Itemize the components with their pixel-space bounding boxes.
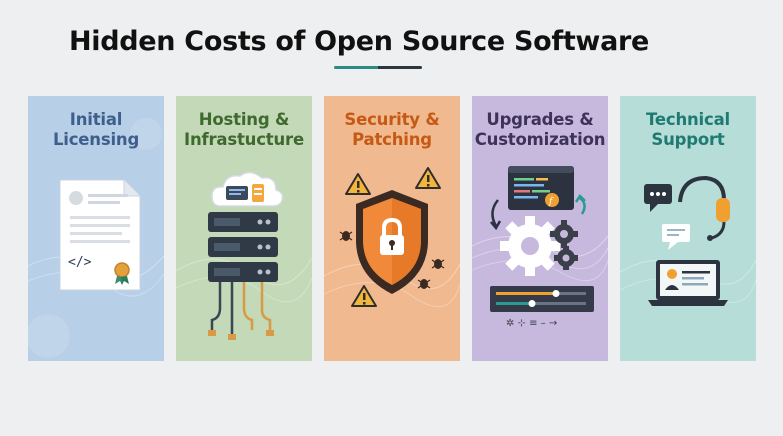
- warning-icon: [415, 167, 441, 189]
- card-label-line2: Customization: [474, 130, 606, 149]
- title-underline: [334, 66, 422, 69]
- card-security-patching: Security & Patching: [324, 96, 460, 361]
- gear-code-icon: f: [490, 166, 594, 329]
- card-label-line2: Infrastucture: [184, 130, 304, 149]
- page-title: Hidden Costs of Open Source Software: [68, 26, 650, 57]
- bug-icon: [339, 231, 353, 241]
- license-document-icon: </>: [59, 179, 141, 291]
- card-label-line1: Technical: [646, 110, 730, 129]
- chat-bubble-icon: [644, 184, 672, 212]
- card-label-line1: Upgrades &: [486, 110, 594, 129]
- card-label-line2: Licensing: [52, 130, 140, 149]
- warning-icon: [345, 173, 371, 195]
- card-label-line1: Initial: [69, 110, 123, 129]
- card-label: Technical Support: [620, 110, 756, 150]
- card-label: Security & Patching: [324, 110, 460, 150]
- server-stack-icon: [208, 171, 284, 340]
- warning-icon: [351, 285, 377, 307]
- svg-text:✲ ⊹ ≡ – →: ✲ ⊹ ≡ – →: [506, 318, 557, 329]
- message-bubble-icon: [662, 224, 690, 250]
- card-label-line1: Security &: [344, 110, 440, 129]
- card-label: Initial Licensing: [28, 110, 164, 150]
- security-shield-icon: [339, 167, 445, 307]
- card-label: Upgrades & Customization: [472, 110, 608, 150]
- card-label-line2: Patching: [352, 130, 432, 149]
- bug-icon: [417, 279, 431, 289]
- headset-support-icon: [644, 175, 730, 306]
- bug-icon: [431, 259, 445, 269]
- card-technical-support: Technical Support: [620, 96, 756, 361]
- card-upgrades-customization: Upgrades & Customization f: [472, 96, 608, 361]
- card-initial-licensing: Initial Licensing </>: [28, 96, 164, 361]
- card-label-line1: Hosting &: [198, 110, 290, 129]
- card-background-pattern: [472, 96, 608, 361]
- card-label-line2: Support: [651, 130, 725, 149]
- svg-text:</>: </>: [68, 255, 92, 270]
- svg-text:f: f: [548, 197, 554, 207]
- card-hosting-infrastructure: Hosting & Infrastucture: [176, 96, 312, 361]
- card-background-pattern: [28, 96, 164, 361]
- card-label: Hosting & Infrastucture: [176, 110, 312, 150]
